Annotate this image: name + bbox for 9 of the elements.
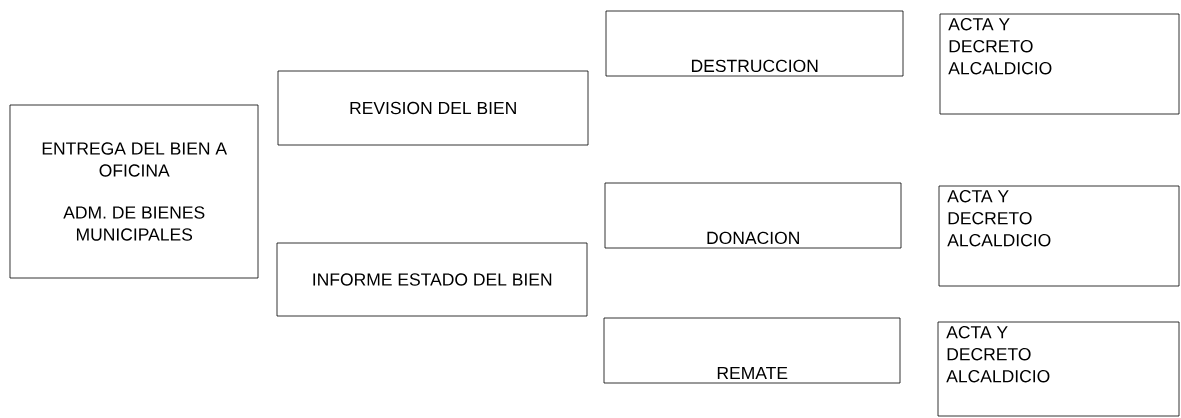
process-box: ACTA Y DECRETO ALCALDICIO <box>939 13 1180 115</box>
process-box: REVISION DEL BIEN <box>277 70 589 146</box>
process-box: REMATE <box>603 317 901 384</box>
process-box: ACTA Y DECRETO ALCALDICIO <box>937 321 1180 417</box>
process-box: ENTREGA DEL BIEN A OFICINA ADM. DE BIENES MUNICIPALES <box>9 104 259 279</box>
process-box: DESTRUCCION <box>605 10 904 77</box>
process-box: ACTA Y DECRETO ALCALDICIO <box>938 185 1180 287</box>
process-box: INFORME ESTADO DEL BIEN <box>276 242 588 317</box>
process-box: DONACION <box>604 182 902 249</box>
